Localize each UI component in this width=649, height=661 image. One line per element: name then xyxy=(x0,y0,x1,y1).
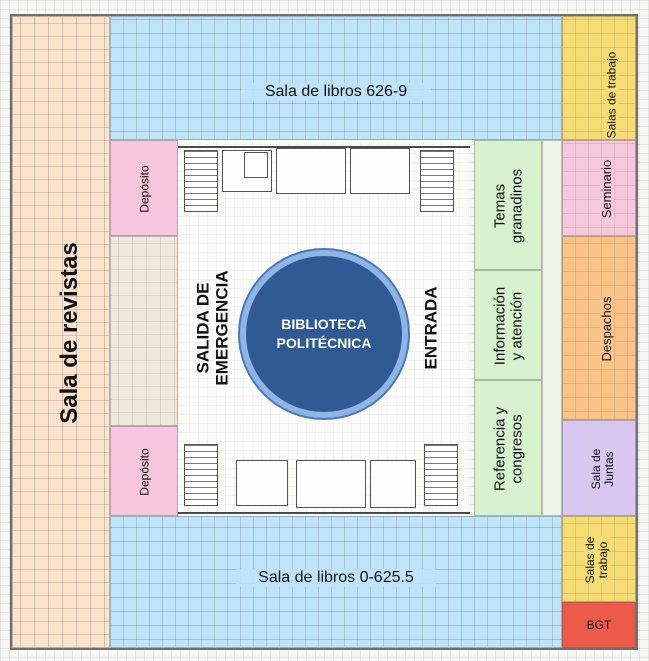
zone-work-top[interactable]: Salas de trabajo xyxy=(562,16,636,140)
stairs-bottom-left xyxy=(184,444,218,506)
zone-reference-label: Referencia y congresos xyxy=(491,406,526,492)
center-badge: BIBLIOTECA POLITÉCNICA xyxy=(246,256,402,412)
zone-deposit-top-label: Depósito xyxy=(137,165,152,213)
zone-books-bottom-label: Sala de libros 0-625.5 xyxy=(236,569,436,587)
zone-work-bottom-label: Salas de trabajo xyxy=(582,536,611,584)
zone-work-bottom[interactable]: Salas de trabajo xyxy=(562,516,636,602)
zone-offices[interactable]: Despachos xyxy=(562,236,636,420)
entrance-label: ENTRADA xyxy=(421,286,441,370)
restroom-men-top xyxy=(276,148,346,194)
zone-bgt[interactable]: BGT xyxy=(562,602,636,648)
zone-books-bottom[interactable]: Sala de libros 0-625.5 xyxy=(110,516,562,648)
info-line2: y atención xyxy=(508,291,525,361)
zone-themes[interactable]: Temas granadinos xyxy=(474,140,542,270)
zone-seminar-label: Seminario xyxy=(598,159,615,219)
elevator-top xyxy=(244,152,268,178)
emergency-exit-label: SALIDA DE EMERGENCIA xyxy=(193,270,231,386)
zone-info-label: Información y atención xyxy=(491,286,526,366)
control-room-fixtures xyxy=(111,237,177,425)
stairs-top-left xyxy=(184,150,218,212)
seminar-desks xyxy=(563,141,635,235)
reference-line2: congresos xyxy=(508,414,525,484)
zone-magazines-label: Sala de revistas xyxy=(55,242,83,424)
core-wall-bottom xyxy=(178,512,470,514)
core-wall-top xyxy=(178,146,470,148)
zone-work-top-label: Salas de trabajo xyxy=(604,51,619,139)
office-desks xyxy=(563,237,635,419)
zone-books-top-label: Sala de libros 626-9 xyxy=(241,83,431,101)
emergency-exit-line2: EMERGENCIA xyxy=(212,270,231,386)
emergency-exit-line1: SALIDA DE xyxy=(193,282,213,374)
zone-books-top[interactable]: Sala de libros 626-9 xyxy=(110,16,562,140)
zone-deposit-bottom[interactable]: Depósito xyxy=(110,426,178,516)
top-book-shelves xyxy=(111,17,561,139)
info-line1: Información xyxy=(491,286,509,366)
restroom-women-bottom xyxy=(296,460,366,508)
zone-themes-label: Temas granadinos xyxy=(491,168,526,244)
restroom-bottom-left xyxy=(236,460,288,506)
meeting-line1: Sala de xyxy=(588,448,603,490)
themes-line1: Temas xyxy=(491,183,509,229)
zone-seminar[interactable]: Seminario xyxy=(562,140,636,236)
zone-control-rooms xyxy=(110,236,178,426)
zone-reference[interactable]: Referencia y congresos xyxy=(474,380,542,516)
zone-meeting[interactable]: Sala de Juntas xyxy=(562,420,636,516)
work-bottom-line1: Salas de xyxy=(582,536,597,584)
center-title-line1: BIBLIOTECA xyxy=(281,316,367,333)
corridor-right xyxy=(542,140,562,516)
restroom-men-bottom xyxy=(370,460,416,508)
magazine-desks xyxy=(13,17,109,647)
work-bottom-line2: trabajo xyxy=(596,541,610,579)
stairs-bottom-right xyxy=(424,444,458,506)
reference-line1: Referencia y xyxy=(491,406,509,492)
restroom-women-top xyxy=(350,148,410,194)
zone-bgt-label: BGT xyxy=(586,618,612,632)
themes-line2: granadinos xyxy=(508,168,525,244)
meeting-line2: Juntas xyxy=(602,451,616,487)
zone-offices-label: Despachos xyxy=(598,296,615,362)
work-top-desks xyxy=(563,17,635,139)
building-outline xyxy=(10,14,638,650)
zone-magazines[interactable]: Sala de revistas xyxy=(12,16,110,648)
zone-meeting-label: Sala de Juntas xyxy=(588,448,616,490)
stairs-top-right xyxy=(420,150,454,212)
zone-deposit-top[interactable]: Depósito xyxy=(110,140,178,236)
center-title-line2: POLITÉCNICA xyxy=(276,334,372,351)
zone-deposit-bottom-label: Depósito xyxy=(137,448,152,496)
zone-info[interactable]: Información y atención xyxy=(474,270,542,380)
